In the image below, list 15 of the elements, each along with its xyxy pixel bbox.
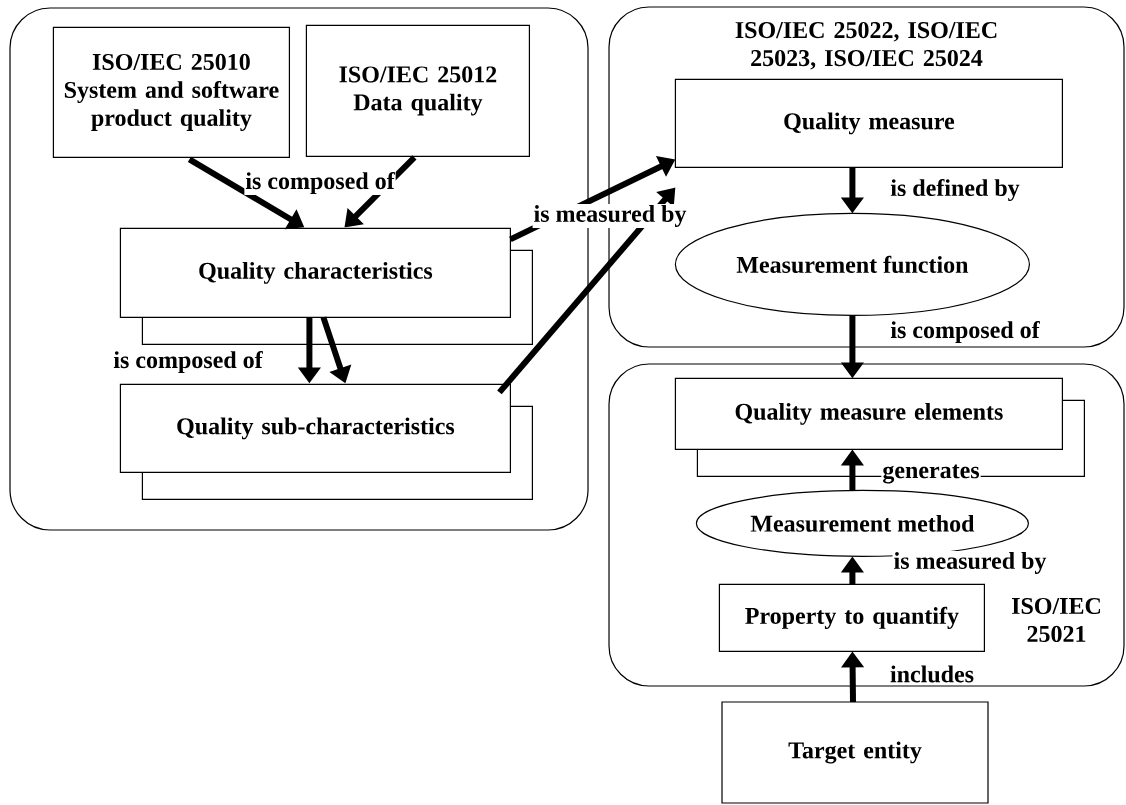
stacked-box: Quality characteristics — [119, 227, 533, 345]
edge-label: generates — [881, 463, 981, 485]
edge-label: is defined by — [889, 177, 1021, 203]
edge-label: is composed of — [244, 171, 396, 195]
process-box: ISO/IEC 25012 Data quality — [305, 24, 530, 157]
process-box: Property to quantify — [718, 583, 985, 652]
edge-label: is measured by — [892, 551, 1048, 575]
process-box: ISO/IEC 25010 System and software product quality — [52, 26, 290, 158]
edge-label: is measured by — [532, 204, 688, 228]
edge-label: is composed of — [889, 320, 1041, 344]
process-box: Quality measure — [674, 78, 1063, 168]
stacked-box: Quality sub-characteristics — [119, 383, 533, 500]
edge-label: is composed of — [112, 350, 264, 374]
edge-label: includes — [889, 664, 975, 684]
process-box: Target entity — [721, 701, 989, 804]
